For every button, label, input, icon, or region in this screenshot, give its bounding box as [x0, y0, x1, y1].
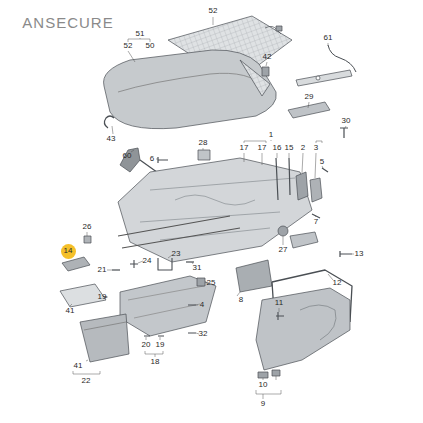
callout-number: 60: [123, 152, 132, 160]
callout-number: 42: [263, 53, 272, 61]
callout-number: 5: [320, 158, 324, 166]
callout-number: 31: [193, 264, 202, 272]
callout-number: 19: [156, 341, 165, 349]
callout-number: 1: [269, 131, 273, 139]
callout-number: 17: [258, 144, 267, 152]
callout-number: 41: [74, 362, 83, 370]
callout-number: 19: [98, 293, 107, 301]
callout-number: 4: [200, 301, 204, 309]
callout-number: 20: [142, 341, 151, 349]
callout-number: 3: [314, 144, 318, 152]
callout-number: 10: [259, 381, 268, 389]
callout-number: 25: [207, 279, 216, 287]
callout-number: 18: [151, 358, 160, 366]
callout-number: 51: [136, 30, 145, 38]
callout-number: 32: [199, 330, 208, 338]
callout-number: 21: [98, 266, 107, 274]
callout-number: 29: [305, 93, 314, 101]
callout-number: 28: [199, 139, 208, 147]
highlighted-callout: 14: [61, 244, 76, 259]
callout-number: 6: [150, 155, 154, 163]
callout-number: 13: [355, 250, 364, 258]
callout-number: 61: [324, 34, 333, 42]
callout-number: 26: [83, 223, 92, 231]
callout-number: 7: [314, 218, 318, 226]
callout-number: 16: [273, 144, 282, 152]
callout-number: 52: [124, 42, 133, 50]
callout-number: 15: [285, 144, 294, 152]
callout-number: 27: [279, 246, 288, 254]
callout-number: 17: [240, 144, 249, 152]
callout-number: 43: [107, 135, 116, 143]
callout-number: 22: [82, 377, 91, 385]
callout-number: 12: [333, 279, 342, 287]
callout-number: 50: [146, 42, 155, 50]
callout-number: 52: [209, 7, 218, 15]
callout-number: 11: [275, 299, 283, 307]
callout-number: 2: [301, 144, 305, 152]
callout-number: 23: [172, 250, 181, 258]
callout-number: 8: [239, 296, 243, 304]
callout-number: 9: [261, 400, 265, 408]
watermark: ANSECURE: [22, 15, 113, 30]
callout-number: 41: [66, 307, 75, 315]
callout-number: 14: [64, 247, 73, 255]
callout-number: 24: [143, 257, 152, 265]
callout-number: 30: [342, 117, 351, 125]
